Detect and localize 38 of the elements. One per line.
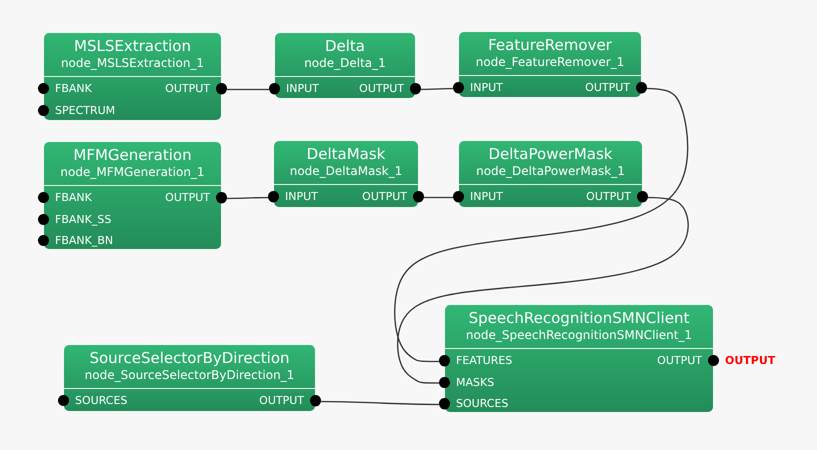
output-port: OUTPUT xyxy=(259,394,321,407)
module-title: SourceSelectorByDirection xyxy=(89,349,290,367)
output-port: OUTPUT xyxy=(165,82,227,95)
output-port: OUTPUT xyxy=(165,191,227,204)
input-port: FEATURES xyxy=(439,354,512,367)
input-port: MASKS xyxy=(439,376,494,388)
input-port: FBANK xyxy=(38,191,92,204)
input-port: FBANK xyxy=(38,82,92,95)
module-title: SpeechRecognitionSMNClient xyxy=(468,309,690,327)
node-id-label: node_SourceSelectorByDirection_1 xyxy=(84,368,294,383)
input-port: SOURCES xyxy=(439,397,508,410)
node-id-label: node_DeltaPowerMask_1 xyxy=(476,164,625,179)
node-id-label: node_SpeechRecognitionSMNClient_1 xyxy=(466,328,692,343)
input-port: INPUT xyxy=(269,82,319,95)
output-port: OUTPUT xyxy=(586,190,648,203)
node-id-label: node_MFMGeneration_1 xyxy=(60,165,205,180)
input-port: INPUT xyxy=(268,190,318,203)
node-id-label: node_FeatureRemover_1 xyxy=(476,55,624,70)
node-id-label: node_MSLSExtraction_1 xyxy=(60,56,204,71)
node-id-label: node_DeltaMask_1 xyxy=(290,164,402,179)
module-title: MFMGeneration xyxy=(73,146,192,164)
module-title: DeltaPowerMask xyxy=(488,145,612,163)
module-title: DeltaMask xyxy=(306,145,386,163)
module-title: Delta xyxy=(324,37,366,55)
node-id-label: node_Delta_1 xyxy=(304,56,386,71)
input-port: SOURCES xyxy=(58,394,128,407)
input-port: SPECTRUM xyxy=(38,104,116,116)
output-port: OUTPUT xyxy=(657,354,719,367)
output-label: OUTPUT xyxy=(725,354,776,367)
module-title: MSLSExtraction xyxy=(74,37,191,55)
output-port: OUTPUT xyxy=(359,82,421,95)
input-port: FBANK_SS xyxy=(38,212,112,226)
module-title: FeatureRemover xyxy=(488,36,612,54)
output-port: OUTPUT xyxy=(585,81,647,94)
input-port: FBANK_BN xyxy=(38,234,114,247)
output-port: OUTPUT xyxy=(362,190,424,203)
input-port: INPUT xyxy=(453,190,503,203)
input-port: INPUT xyxy=(453,81,503,94)
